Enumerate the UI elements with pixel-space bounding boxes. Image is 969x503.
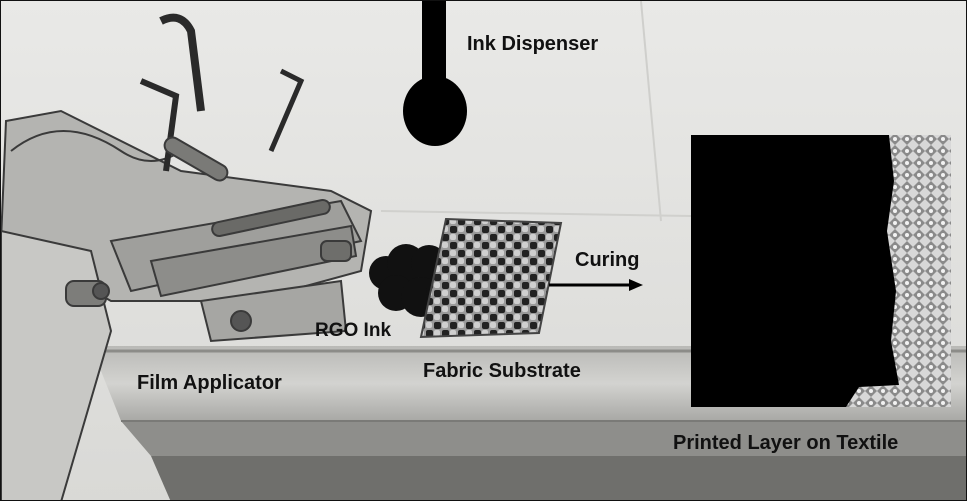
- ink-dispenser-label: Ink Dispenser: [467, 33, 599, 55]
- rgo-ink-label: RGO Ink: [315, 320, 392, 341]
- dispenser-drop-icon: [403, 1, 467, 146]
- woven-fabric-icon: [419, 217, 563, 339]
- printed-layer-label: Printed Layer on Textile: [673, 432, 899, 454]
- film-applicator-machine: [1, 13, 373, 500]
- right-arrow-icon: [549, 279, 643, 291]
- printed-layer-image: [691, 135, 951, 407]
- fabric-substrate-label: Fabric Substrate: [423, 360, 581, 382]
- film-applicator-label: Film Applicator: [137, 372, 282, 394]
- curing-label: Curing: [575, 249, 640, 271]
